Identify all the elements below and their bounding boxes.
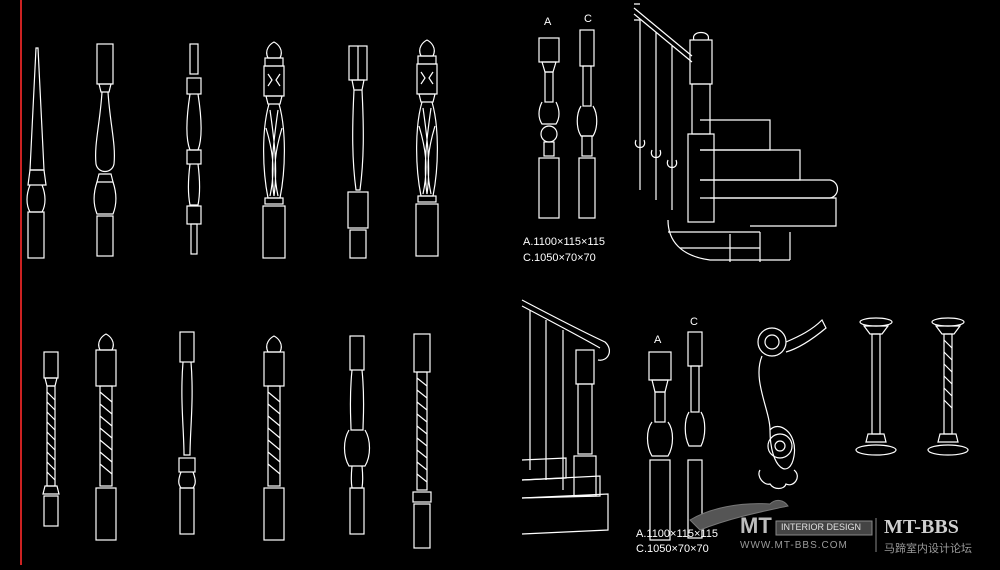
baluster-carved-2 — [415, 39, 439, 257]
watermark-horse-logo — [689, 499, 789, 531]
baluster-carved-1 — [262, 41, 286, 259]
watermark-badge-text: INTERIOR DESIGN — [781, 522, 862, 532]
baluster-slim-1 — [186, 43, 202, 255]
baluster-carved-twist-2 — [263, 335, 285, 541]
baluster-square-2 — [343, 335, 371, 535]
spec-a-bottom: A.1100×115×115 — [636, 528, 718, 540]
baluster-vase-1 — [93, 43, 117, 257]
letter-c-top: C — [584, 13, 592, 25]
watermark-badge — [775, 520, 873, 536]
baluster-c-top — [576, 29, 598, 219]
letter-c-bottom: C — [690, 316, 698, 328]
spec-c-top: C.1050×70×70 — [523, 252, 596, 264]
baluster-a-top — [538, 37, 560, 219]
watermark-bbs: MT-BBS — [884, 516, 959, 538]
baluster-a-bottom — [646, 351, 674, 541]
letter-a-bottom: A — [654, 334, 662, 346]
baluster-slim-2 — [178, 331, 196, 535]
baluster-rope-1 — [412, 333, 432, 549]
pedestal-carved — [927, 317, 969, 456]
watermark-cn: 马蹄室内设计论坛 — [884, 543, 972, 555]
staircase-bottom — [521, 299, 610, 535]
baluster-twist-1 — [42, 351, 60, 527]
baluster-spike — [26, 47, 47, 259]
baluster-square-1 — [347, 45, 369, 259]
staircase-top — [633, 3, 839, 262]
watermark-url: WWW.MT-BBS.COM — [740, 540, 848, 551]
pedestal-plain — [855, 317, 897, 456]
baluster-carved-twist-1 — [95, 333, 117, 541]
letter-a-top: A — [544, 16, 552, 28]
watermark-mt: MT — [740, 513, 772, 538]
spec-a-top: A.1100×115×115 — [523, 236, 605, 248]
spec-c-bottom: C.1050×70×70 — [636, 543, 709, 555]
newel-scroll — [757, 318, 827, 490]
baluster-c-bottom — [684, 331, 706, 539]
